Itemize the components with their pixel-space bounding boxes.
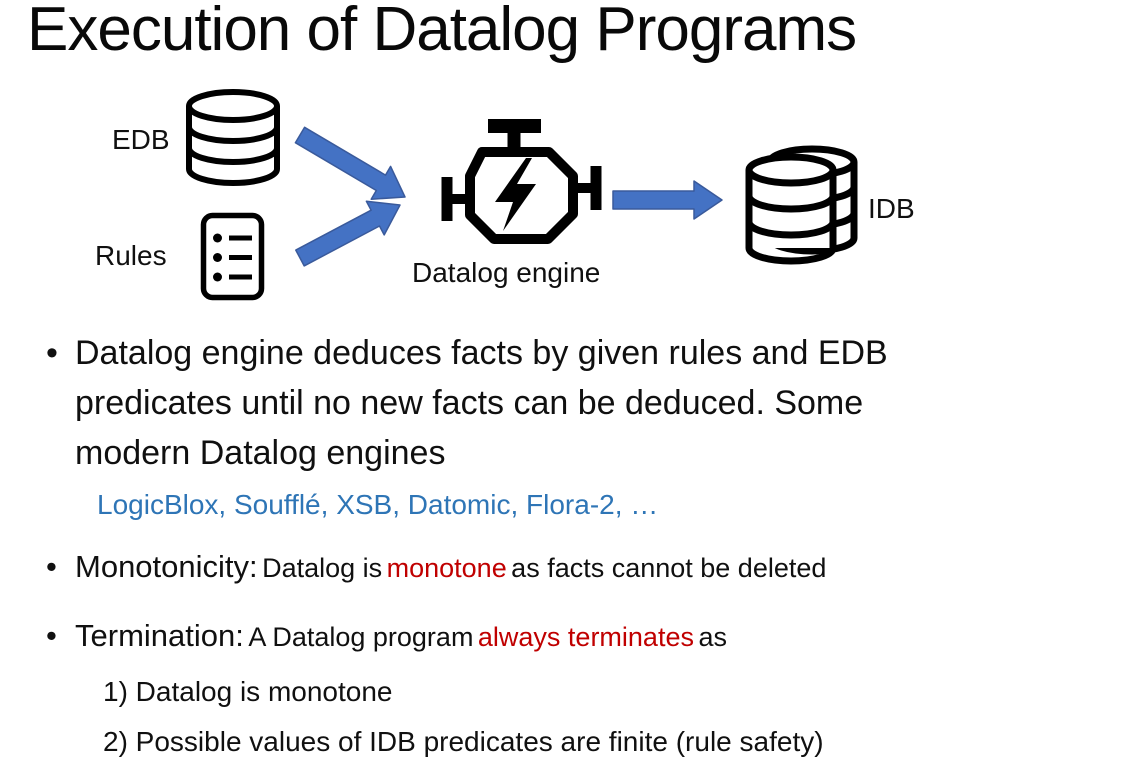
engine-examples-list: LogicBlox, Soufflé, XSB, Datomic, Flora-… <box>97 489 659 520</box>
page-title: Execution of Datalog Programs <box>27 0 857 64</box>
arrow-rules-to-engine-icon <box>295 200 401 267</box>
arrow-engine-to-idb-icon <box>612 180 723 220</box>
bullet-monotonicity: Monotonicity: Datalog is monotone as fac… <box>75 549 826 585</box>
edb-label: EDB <box>112 124 170 155</box>
engine-icon <box>441 119 602 244</box>
termination-text-post: as <box>698 622 727 652</box>
double-database-icon <box>745 145 858 265</box>
bullet-1-line-2: predicates until no new facts can be ded… <box>75 384 864 422</box>
termination-text-pre: A Datalog program <box>248 622 474 652</box>
termination-reason-2: 2) Possible values of IDB predicates are… <box>103 726 824 757</box>
rules-label: Rules <box>95 240 167 271</box>
rule-list-icon <box>200 212 265 301</box>
database-icon <box>186 89 280 186</box>
engine-label: Datalog engine <box>412 257 601 288</box>
bullet-marker: • <box>46 334 58 372</box>
arrow-edb-to-engine-icon <box>294 126 406 200</box>
monotonicity-heading: Monotonicity: <box>75 549 258 584</box>
always-terminates-red-text: always terminates <box>477 622 694 652</box>
bullet-termination: Termination: A Datalog program always te… <box>75 618 727 654</box>
bullet-marker: • <box>46 618 57 653</box>
datalog-flow-diagram: EDB Rules Datalog engine IDB <box>0 80 1131 310</box>
diagram-canvas <box>186 89 858 301</box>
termination-heading: Termination: <box>75 618 244 653</box>
bullet-1-line-1: Datalog engine deduces facts by given ru… <box>75 334 888 372</box>
bullet-marker: • <box>46 549 57 584</box>
termination-reason-1: 1) Datalog is monotone <box>103 676 393 707</box>
monotone-red-text: monotone <box>386 553 507 583</box>
monotonicity-text-pre: Datalog is <box>262 553 383 583</box>
monotonicity-text-post: as facts cannot be deleted <box>511 553 827 583</box>
idb-label: IDB <box>868 193 915 224</box>
bullet-1-line-3: modern Datalog engines <box>75 434 446 472</box>
